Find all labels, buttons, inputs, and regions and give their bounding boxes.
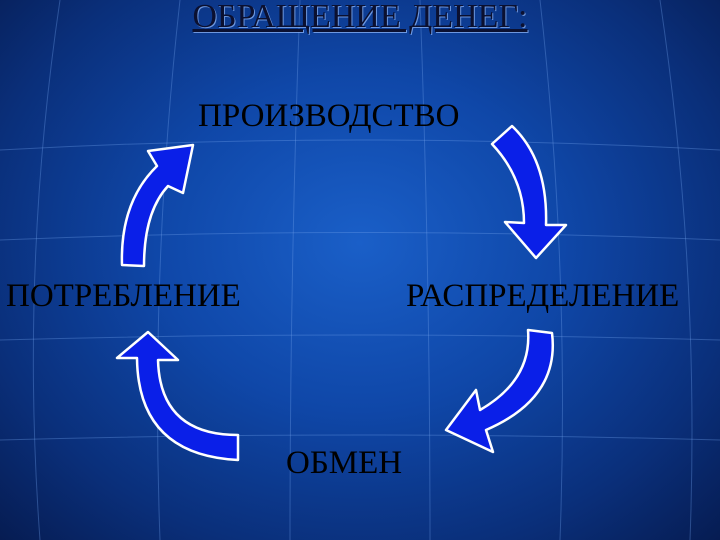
slide-title: ОБРАЩЕНИЕ ДЕНЕГ: xyxy=(192,0,528,35)
stage-production: ПРОИЗВОДСТВО xyxy=(198,98,460,134)
arrow-distribution-to-exchange-icon xyxy=(444,328,555,454)
stage-distribution: РАСПРЕДЕЛЕНИЕ xyxy=(406,278,680,314)
arrow-exchange-to-consumption-icon xyxy=(115,330,240,462)
arrow-consumption-to-production-icon xyxy=(120,143,195,268)
stage-consumption: ПОТРЕБЛЕНИЕ xyxy=(6,278,241,314)
arrow-production-to-distribution-icon xyxy=(490,124,568,260)
stage-exchange: ОБМЕН xyxy=(286,445,403,481)
